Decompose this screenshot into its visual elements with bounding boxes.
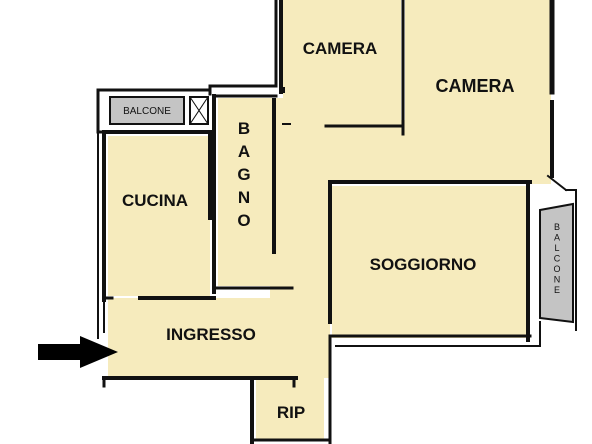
arrow-right-icon [38,336,118,368]
balcone-right-letter: E [554,285,560,295]
balcone-right-letter: B [554,222,560,232]
floor-ingresso [108,298,330,378]
balcone-right-letter: A [554,233,560,243]
floor-cucina [108,136,210,296]
floor-bagno [218,98,272,286]
floor-soggiorno [332,186,530,338]
balcone-right-letter: L [554,243,559,253]
balcone-top-label: BALCONE [123,106,171,117]
bagno-letter: N [238,188,250,207]
balcone-right-letter: C [554,254,561,264]
balcone-right-label: BALCONE [553,222,560,295]
balcone-right-letter: O [553,264,560,274]
balcone-right-letter: N [554,275,561,285]
room-label-cucina: CUCINA [122,191,188,210]
floor-rip [256,378,324,440]
bagno-letter: G [237,165,250,184]
bagno-letter: A [238,142,250,161]
bagno-letter: O [237,211,250,230]
balcone-top-area [109,96,185,125]
room-label-camera-left: CAMERA [303,39,378,58]
room-label-soggiorno: SOGGIORNO [370,255,477,274]
room-label-rip: RIP [277,403,305,422]
bagno-letter: B [238,119,250,138]
walls [96,0,577,444]
balconies [109,96,574,324]
floor-corridor-mid [270,120,330,320]
room-label-camera-right: CAMERA [436,76,515,96]
room-label-ingresso: INGRESSO [166,325,256,344]
